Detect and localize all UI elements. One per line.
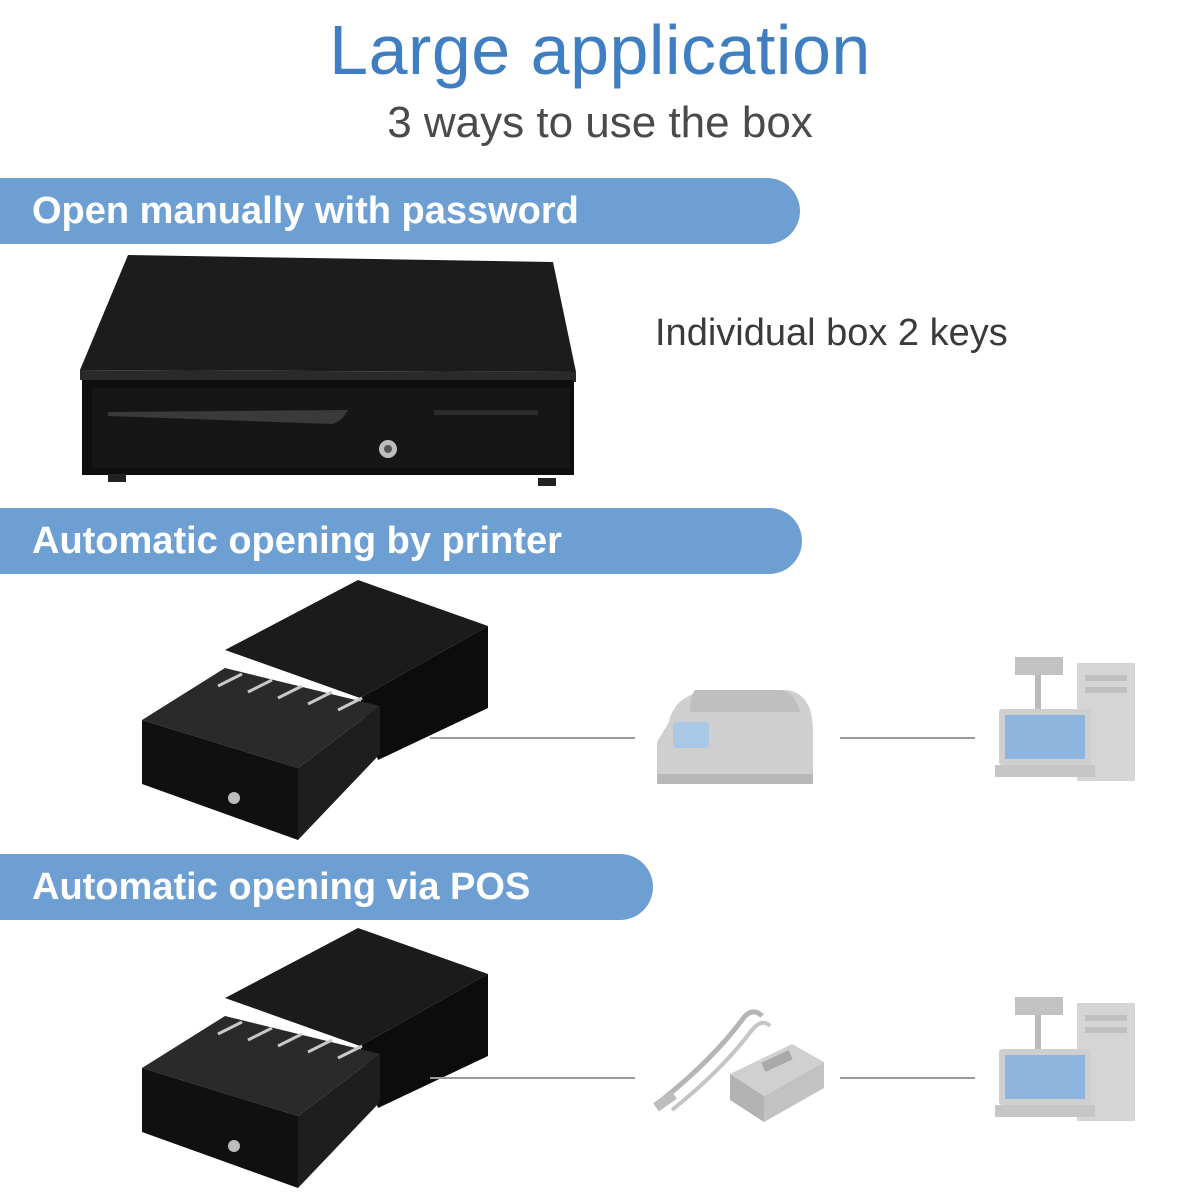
drawer-side xyxy=(360,974,488,1108)
drawer-lid xyxy=(225,928,488,1046)
cash-tray xyxy=(142,1016,380,1116)
pos-terminal-icon-printer xyxy=(995,657,1135,781)
connector-printer-pos xyxy=(840,737,975,739)
bill-clips xyxy=(217,672,363,712)
drawer-foot-right xyxy=(538,478,556,486)
drawer-front xyxy=(142,720,298,840)
pos-terminal-icon-pos xyxy=(995,997,1135,1121)
lock-icon xyxy=(228,1140,240,1152)
drawer-front-side xyxy=(298,706,380,840)
drawer-front xyxy=(92,388,570,468)
lock-icon xyxy=(228,792,240,804)
drawer-slot xyxy=(108,410,348,424)
drawer-lid xyxy=(225,580,488,698)
bill-clips xyxy=(217,1020,363,1060)
cash-drawer-open-image-pos xyxy=(142,928,488,1188)
drawer-front xyxy=(142,1068,298,1188)
section-banner-manual: Open manually with password xyxy=(0,178,800,244)
page-subtitle: 3 ways to use the box xyxy=(387,98,813,147)
connector-adapter-pos xyxy=(840,1077,975,1079)
drawer-front-side xyxy=(298,1054,380,1188)
connector-drawer-adapter xyxy=(430,1077,635,1079)
receipt-printer-icon xyxy=(657,690,813,784)
drawer-side xyxy=(360,626,488,760)
cash-tray xyxy=(142,668,380,768)
cash-drawer-closed-image xyxy=(80,255,576,486)
drawer-foot-left xyxy=(108,474,126,482)
individual-keys-note: Individual box 2 keys xyxy=(655,312,1008,354)
usb-cable-adapter-icon xyxy=(653,1009,824,1122)
cash-drawer-open-image-printer xyxy=(142,580,488,840)
drawer-lid xyxy=(80,255,576,372)
section-banner-printer: Automatic opening by printer xyxy=(0,508,802,574)
page-title: Large application xyxy=(329,11,871,89)
section-banner-pos: Automatic opening via POS xyxy=(0,854,653,920)
drawer-note-slot xyxy=(434,410,538,415)
connector-drawer-printer xyxy=(430,737,635,739)
drawer-lid-edge xyxy=(80,370,576,382)
